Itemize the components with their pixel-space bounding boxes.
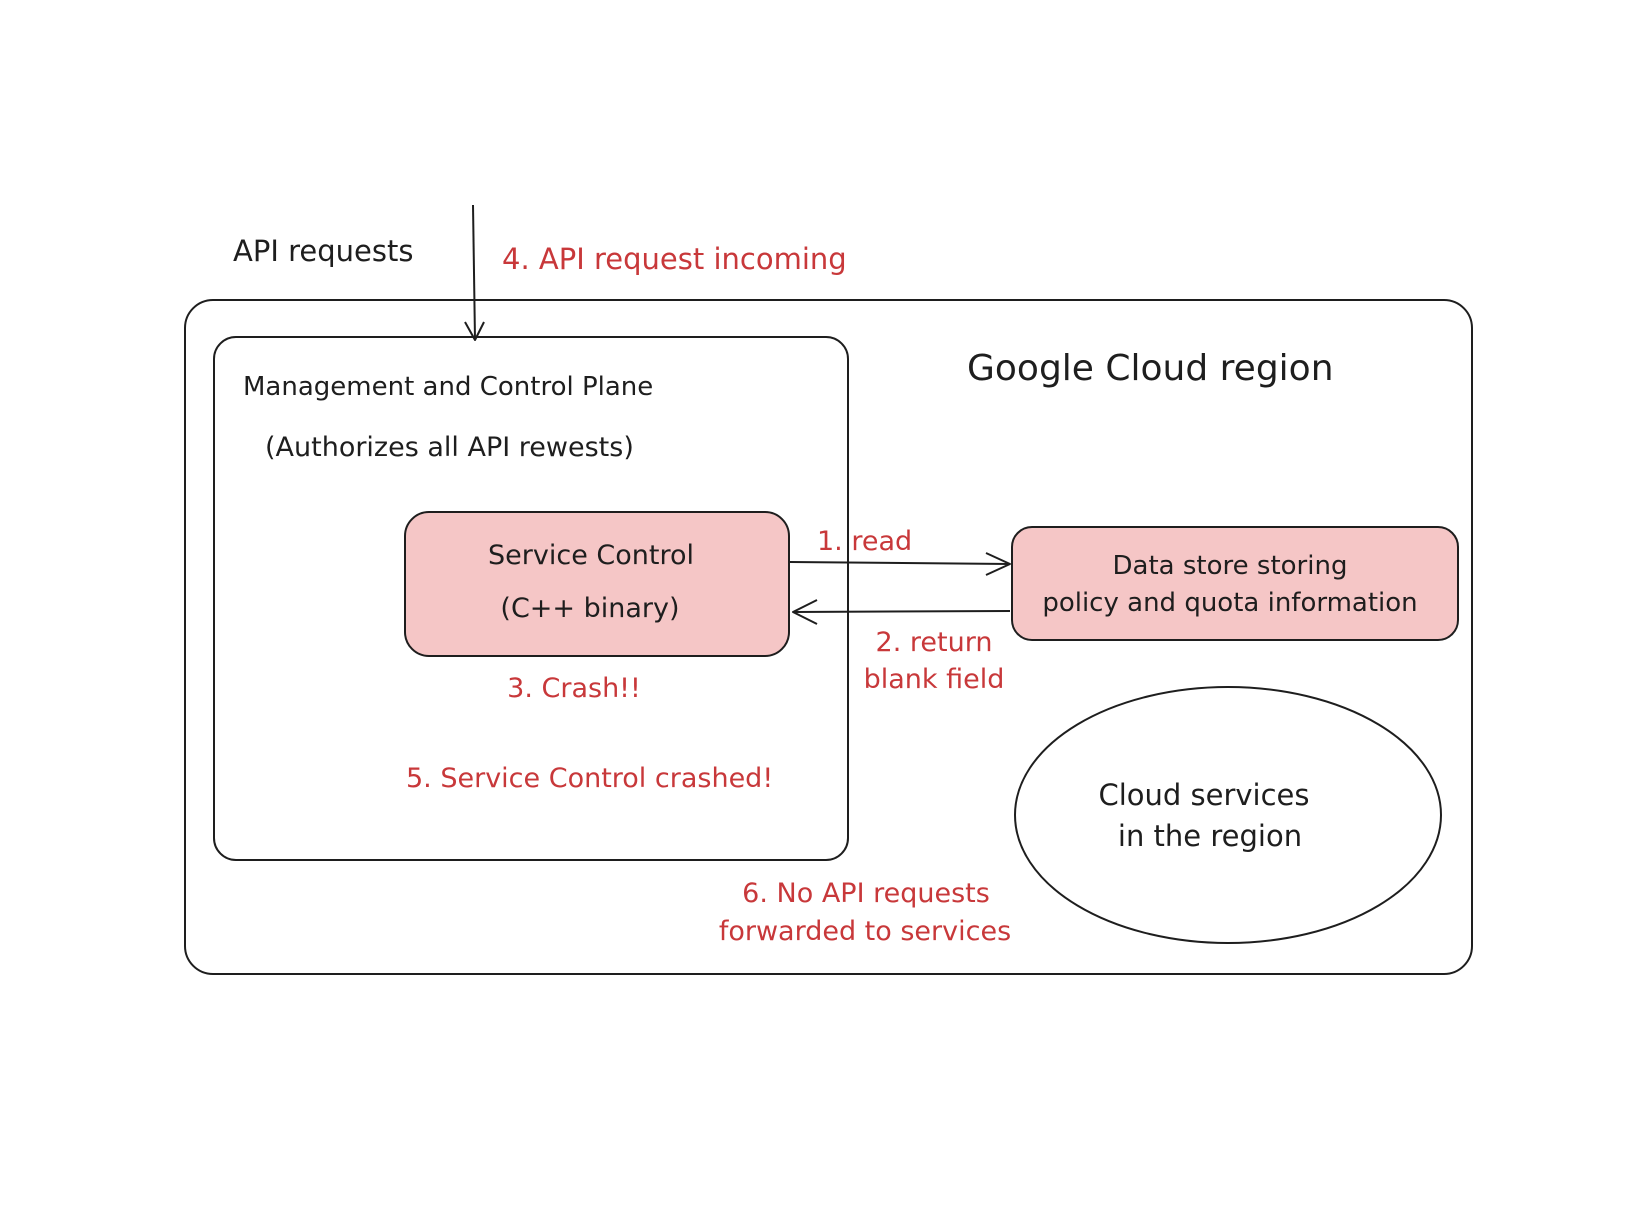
region-title: Google Cloud region <box>967 348 1334 389</box>
service-control-box <box>404 511 790 657</box>
annotation-request-incoming: 4. API request incoming <box>502 242 847 276</box>
cloud-services-ellipse <box>1014 686 1442 944</box>
annotation-read: 1. read <box>817 526 912 557</box>
control-plane-subtitle: (Authorizes all API rewests) <box>265 432 634 463</box>
service-control-title: Service Control <box>488 540 694 571</box>
annotation-no-forward-line1: 6. No API requests <box>742 878 990 909</box>
control-plane-box <box>213 336 849 861</box>
api-requests-label: API requests <box>233 234 413 268</box>
control-plane-title: Management and Control Plane <box>243 372 653 402</box>
data-store-box <box>1011 526 1459 641</box>
service-control-subtitle: (C++ binary) <box>500 593 679 624</box>
annotation-crash: 3. Crash!! <box>507 673 641 704</box>
annotation-no-forward-line2: forwarded to services <box>719 916 1011 947</box>
data-store-line2: policy and quota information <box>1042 588 1417 618</box>
read-arrow <box>789 552 1011 576</box>
annotation-service-control-crashed: 5. Service Control crashed! <box>406 763 773 794</box>
region-container <box>184 299 1473 975</box>
return-arrow <box>792 599 1011 625</box>
annotation-return-line1: 2. return <box>876 627 993 658</box>
annotation-return-line2: blank field <box>864 664 1005 695</box>
cloud-services-line2: in the region <box>1118 819 1302 853</box>
data-store-line1: Data store storing <box>1113 551 1348 581</box>
cloud-services-line1: Cloud services <box>1098 778 1309 812</box>
incoming-request-arrow <box>464 204 485 341</box>
